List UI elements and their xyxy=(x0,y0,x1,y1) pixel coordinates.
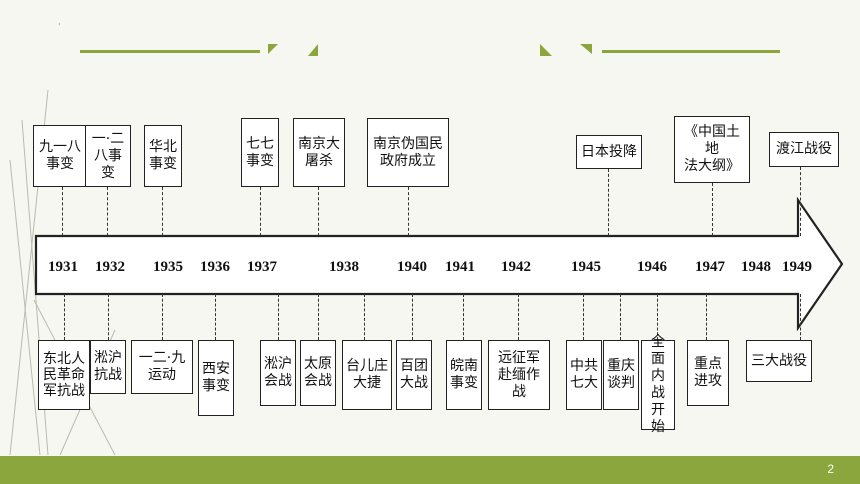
event-box-yierba: 一·二 八事变 xyxy=(85,125,131,187)
event-box-three-campaigns: 三大战役 xyxy=(746,340,812,382)
connector xyxy=(215,294,216,340)
footer-bar xyxy=(0,456,860,484)
year-label: 1936 xyxy=(200,259,230,275)
connector xyxy=(518,294,519,340)
year-label: 1942 xyxy=(501,259,531,275)
connector xyxy=(412,294,413,340)
dot-mark: · xyxy=(58,20,61,29)
event-box-songhu-1937: 淞沪 会战 xyxy=(260,340,296,406)
event-box-xian: 西安 事变 xyxy=(198,340,234,416)
event-box-huabei: 华北 事变 xyxy=(144,125,182,187)
page-number: 2 xyxy=(827,462,834,476)
event-box-dec9: 一二·九 运动 xyxy=(131,340,193,394)
event-box-cpc7: 中共 七大 xyxy=(566,340,602,410)
year-label: 1946 xyxy=(637,259,667,275)
connector xyxy=(583,294,584,340)
event-box-taierzhuang: 台儿庄 大捷 xyxy=(342,340,392,410)
event-box-wang-regime: 南京伪国民 政府成立 xyxy=(367,118,449,187)
year-label: 1948 xyxy=(741,259,771,275)
year-label: 1940 xyxy=(397,259,427,275)
connector xyxy=(107,187,108,236)
connector xyxy=(162,294,163,340)
connector xyxy=(62,187,63,236)
event-box-songhu-1932: 淞沪 抗战 xyxy=(90,340,126,394)
connector xyxy=(608,169,609,236)
connector xyxy=(408,187,409,236)
timeline-arrow xyxy=(34,196,844,332)
connector xyxy=(712,183,713,236)
event-box-nanjing-massacre: 南京大 屠杀 xyxy=(293,118,345,187)
year-label: 1932 xyxy=(95,259,125,275)
event-box-yangtze-crossing: 渡江战役 xyxy=(769,132,839,167)
connector xyxy=(64,294,65,340)
connector xyxy=(620,294,621,340)
year-label: 1931 xyxy=(48,259,78,275)
event-box-chongqing: 重庆 谈判 xyxy=(603,340,639,410)
event-box-civil-war: 全面 内战 开始 xyxy=(641,334,675,435)
year-label: 1947 xyxy=(695,259,725,275)
connector xyxy=(162,187,163,236)
event-box-northeast-army: 东北人 民革命 军抗战 xyxy=(38,340,90,410)
year-label: 1938 xyxy=(329,259,359,275)
connector xyxy=(800,167,801,236)
connector xyxy=(108,294,109,340)
connector xyxy=(800,294,801,340)
event-box-jiuyiba: 九一八 事变 xyxy=(33,125,87,187)
year-label: 1949 xyxy=(782,259,812,275)
event-box-land-law: 《中国土地 法大纲》 xyxy=(674,116,750,183)
year-label: 1937 xyxy=(247,259,277,275)
triangle-decor-left xyxy=(268,44,318,56)
event-box-wannan: 皖南 事变 xyxy=(446,340,482,410)
top-rule-left xyxy=(80,50,260,53)
event-box-expedition: 远征军 赴缅作战 xyxy=(488,340,550,410)
connector xyxy=(364,294,365,340)
year-label: 1935 xyxy=(153,259,183,275)
connector xyxy=(318,294,319,340)
event-box-taiyuan: 太原 会战 xyxy=(300,340,336,406)
event-box-japan-surrender: 日本投降 xyxy=(576,135,642,169)
year-label: 1941 xyxy=(445,259,475,275)
connector xyxy=(318,187,319,236)
top-rule-right xyxy=(602,50,780,53)
connector xyxy=(463,294,464,340)
connector xyxy=(706,294,707,340)
triangle-decor-right xyxy=(540,44,592,56)
connector xyxy=(260,187,261,236)
year-label: 1945 xyxy=(571,259,601,275)
event-box-key-offensive: 重点 进攻 xyxy=(687,340,729,406)
event-box-qiqi: 七七 事变 xyxy=(241,118,279,187)
connector xyxy=(278,294,279,340)
event-box-hundred-regiments: 百团 大战 xyxy=(396,340,432,410)
connector xyxy=(657,294,658,340)
